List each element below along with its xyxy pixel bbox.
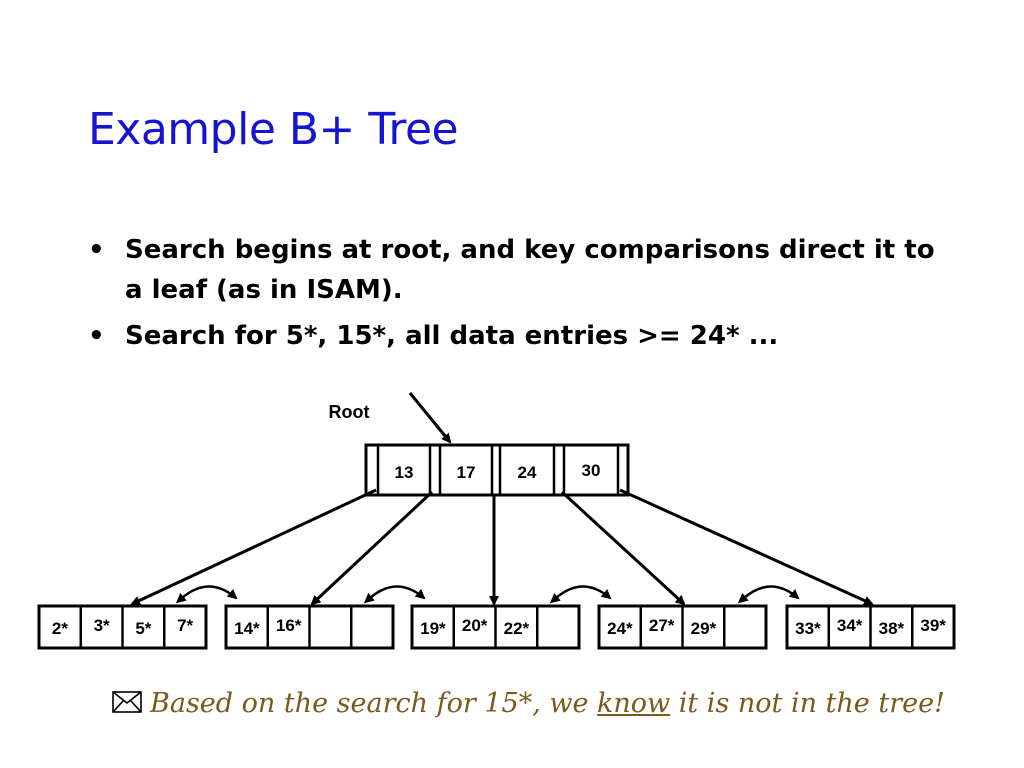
root-key: 24 bbox=[518, 463, 537, 482]
bullet-text-1: Search begins at root, and key compariso… bbox=[125, 235, 935, 305]
root-key: 30 bbox=[582, 461, 601, 480]
root-node bbox=[364, 443, 630, 497]
child-pointer-arrow bbox=[560, 490, 686, 606]
bullet-list: • Search begins at root, and key compari… bbox=[88, 230, 948, 362]
bullet-text-2: Search for 5*, 15*, all data entries >= … bbox=[125, 321, 779, 351]
leaf-entry: 2* bbox=[52, 619, 68, 638]
envelope-icon bbox=[112, 689, 142, 720]
child-pointer-arrow bbox=[619, 488, 874, 606]
leaf-entry: 39* bbox=[920, 616, 946, 635]
leaf-entry: 3* bbox=[94, 616, 110, 635]
note-emphasis: know bbox=[597, 688, 671, 719]
leaf-entry: 24* bbox=[607, 619, 633, 638]
bullet-dot: • bbox=[88, 321, 105, 351]
leaf-entry: 7* bbox=[177, 616, 193, 635]
leaf-entry: 29* bbox=[691, 619, 717, 638]
sibling-link-arrow bbox=[737, 585, 800, 604]
root-label: Root bbox=[329, 402, 370, 422]
leaf-entry: 5* bbox=[135, 619, 151, 638]
sibling-link-arrow bbox=[549, 585, 612, 604]
child-pointer-arrow bbox=[310, 490, 434, 606]
leaf-entry: 20* bbox=[462, 616, 488, 635]
slide-title: Example B+ Tree bbox=[88, 104, 459, 155]
note-text-before: Based on the search for 15*, we bbox=[150, 688, 598, 719]
bullet-item-1: • Search begins at root, and key compari… bbox=[88, 230, 948, 310]
leaf-entry: 33* bbox=[795, 619, 821, 638]
sibling-link-arrow bbox=[175, 585, 238, 604]
leaf-entry: 16* bbox=[276, 616, 302, 635]
root-key: 17 bbox=[457, 463, 476, 482]
bullet-dot: • bbox=[88, 235, 105, 265]
child-pointer-arrow bbox=[130, 488, 377, 606]
root-key: 13 bbox=[395, 463, 414, 482]
sibling-link-arrow bbox=[363, 585, 426, 604]
leaf-entry: 34* bbox=[837, 616, 863, 635]
leaf-entry: 27* bbox=[649, 616, 675, 635]
note-text-after: it is not in the tree! bbox=[670, 688, 945, 719]
leaf-entry: 14* bbox=[234, 619, 260, 638]
bullet-item-2: • Search for 5*, 15*, all data entries >… bbox=[88, 316, 948, 356]
root-pointer-arrow bbox=[408, 392, 452, 444]
conclusion-note: Based on the search for 15*, we know it … bbox=[112, 688, 992, 720]
leaf-entry: 22* bbox=[504, 619, 530, 638]
leaf-entry: 19* bbox=[420, 619, 446, 638]
leaf-entry: 38* bbox=[879, 619, 905, 638]
